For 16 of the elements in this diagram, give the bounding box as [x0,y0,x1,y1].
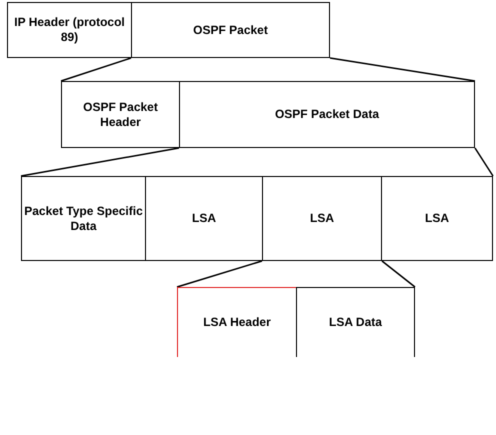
packet-field-box: OSPF Packet Header [61,81,180,148]
packet-field-box: LSA Data [296,287,415,357]
packet-field-box: LSA [145,176,263,261]
packet-field-box: LSA [262,176,382,261]
packet-field-box: LSA [381,176,493,261]
expansion-line [330,57,476,82]
expansion-line [474,148,494,176]
packet-field-box: LSA Header [177,287,297,357]
packet-field-box: OSPF Packet Data [179,81,475,148]
expansion-line [60,57,132,82]
expansion-line [176,260,262,288]
packet-field-box: OSPF Packet [131,2,330,58]
packet-field-box: Packet Type Specific Data [21,176,146,261]
packet-field-box: IP Header (protocol 89) [7,2,132,58]
expansion-line [20,147,180,177]
expansion-line [382,260,416,288]
